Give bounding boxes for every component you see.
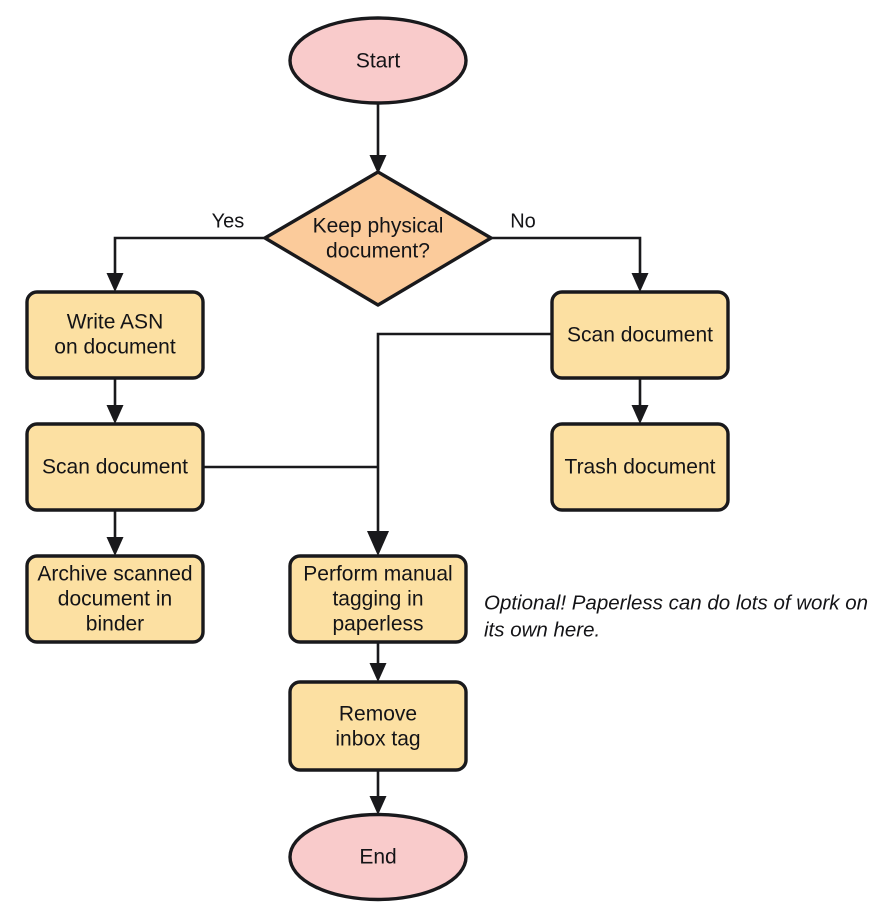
- node-archive-label-line3: binder: [86, 613, 144, 636]
- node-tagging-label-line2: tagging in: [332, 588, 423, 611]
- edge-remove-inbox-to-end: [369, 770, 387, 815]
- node-start[interactable]: Start: [288, 16, 468, 105]
- node-start-label: Start: [356, 50, 401, 73]
- optional-note-line1: Optional! Paperless can do lots of work …: [484, 591, 868, 614]
- edge-tagging-to-remove-inbox: [369, 640, 387, 682]
- node-end-label: End: [359, 846, 396, 869]
- node-perform-manual-tagging[interactable]: Perform manual tagging in paperless: [288, 554, 468, 644]
- node-remove-inbox-tag[interactable]: Remove inbox tag: [288, 680, 468, 772]
- edge-scan-right-to-trash: [631, 378, 649, 424]
- edge-decision-yes-to-write-asn: [106, 236, 265, 292]
- node-tagging-label-line3: paperless: [332, 613, 423, 636]
- node-scan-document-left[interactable]: Scan document: [25, 422, 205, 512]
- node-archive-label-line1: Archive scanned: [37, 563, 192, 586]
- node-write-asn-on-document[interactable]: Write ASN on document: [25, 290, 205, 380]
- edge-start-to-decision: [369, 103, 387, 174]
- edge-label-no: No: [510, 210, 536, 232]
- node-remove-inbox-label-line1: Remove: [339, 703, 417, 726]
- node-archive-label-line2: document in: [58, 588, 172, 611]
- node-decision-label-line1: Keep physical: [313, 215, 444, 238]
- node-scan-document-right[interactable]: Scan document: [550, 290, 730, 380]
- edge-decision-no-to-scan-right: [491, 236, 649, 292]
- node-tagging-label-line1: Perform manual: [303, 563, 452, 586]
- node-trash-document-label: Trash document: [565, 456, 716, 479]
- optional-note-line2: its own here.: [484, 618, 600, 641]
- node-trash-document[interactable]: Trash document: [550, 422, 730, 512]
- node-decision-keep-physical-document[interactable]: Keep physical document?: [263, 170, 493, 307]
- node-scan-document-right-label: Scan document: [567, 324, 713, 347]
- node-scan-document-left-label: Scan document: [42, 456, 188, 479]
- edge-label-yes: Yes: [212, 210, 245, 232]
- edge-scan-left-to-archive: [106, 510, 124, 556]
- edge-write-asn-to-scan-left: [106, 378, 124, 424]
- node-decision-label-line2: document?: [326, 240, 430, 263]
- node-end[interactable]: End: [288, 812, 468, 902]
- node-remove-inbox-label-line2: inbox tag: [335, 728, 420, 751]
- node-write-asn-label-line1: Write ASN: [67, 311, 163, 334]
- edge-scan-right-to-tagging: [367, 332, 552, 556]
- node-archive-scanned-document[interactable]: Archive scanned document in binder: [25, 554, 205, 644]
- node-write-asn-label-line2: on document: [54, 336, 176, 359]
